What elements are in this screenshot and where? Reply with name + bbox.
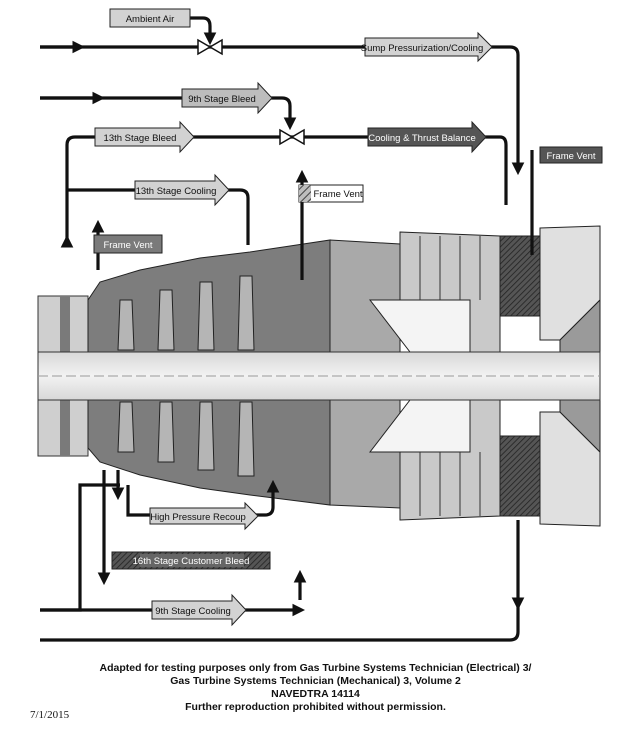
ambient-valve	[197, 38, 223, 56]
cooling-thrust-label: Cooling & Thrust Balance	[367, 120, 487, 154]
svg-text:9th Stage Bleed: 9th Stage Bleed	[188, 94, 256, 105]
airflow-diagram: Ambient Air Sump Pressurization/Cooling …	[37, 8, 603, 642]
bleed-valve	[279, 128, 305, 146]
svg-text:Sump Pressurization/Cooling: Sump Pressurization/Cooling	[361, 43, 484, 54]
stage16-customer-bleed-label: 16th Stage Customer Bleed	[111, 551, 271, 570]
stage9-bleed-label: 9th Stage Bleed	[181, 81, 273, 115]
svg-text:16th Stage Customer Bleed: 16th Stage Customer Bleed	[133, 556, 250, 567]
sump-pressurization-label: Sump Pressurization/Cooling	[361, 31, 493, 63]
svg-text:9th Stage Cooling: 9th Stage Cooling	[155, 606, 231, 617]
footer-line-4: Further reproduction prohibited without …	[185, 701, 446, 713]
footer-caption: Adapted for testing purposes only from G…	[0, 662, 631, 714]
footer-line-1: Adapted for testing purposes only from G…	[99, 662, 532, 674]
engine-cross-section	[37, 225, 601, 527]
svg-text:13th Stage Bleed: 13th Stage Bleed	[104, 133, 177, 144]
svg-text:13th Stage Cooling: 13th Stage Cooling	[136, 186, 217, 197]
svg-text:Cooling & Thrust Balance: Cooling & Thrust Balance	[368, 133, 476, 144]
svg-text:Frame Vent: Frame Vent	[103, 240, 152, 251]
svg-text:Frame Vent: Frame Vent	[546, 151, 595, 162]
ambient-air-label: Ambient Air	[109, 8, 191, 28]
footer-line-2: Gas Turbine Systems Technician (Mechanic…	[170, 675, 461, 687]
footer-line-3: NAVEDTRA 14114	[271, 688, 360, 700]
svg-text:Ambient Air: Ambient Air	[126, 14, 175, 25]
date-stamp: 7/1/2015	[30, 709, 70, 721]
frame-vent-right-label: Frame Vent	[539, 146, 603, 164]
stage13-bleed-label: 13th Stage Bleed	[94, 120, 195, 154]
frame-vent-mid-label: Frame Vent	[298, 184, 364, 203]
svg-text:Frame Vent: Frame Vent	[313, 189, 362, 200]
frame-vent-left-label: Frame Vent	[93, 234, 163, 254]
stage9-cooling-label: 9th Stage Cooling	[151, 593, 247, 627]
svg-text:High Pressure Recoup: High Pressure Recoup	[150, 512, 246, 523]
hp-recoup-label: High Pressure Recoup	[149, 501, 259, 531]
stage13-cooling-label: 13th Stage Cooling	[134, 173, 230, 207]
